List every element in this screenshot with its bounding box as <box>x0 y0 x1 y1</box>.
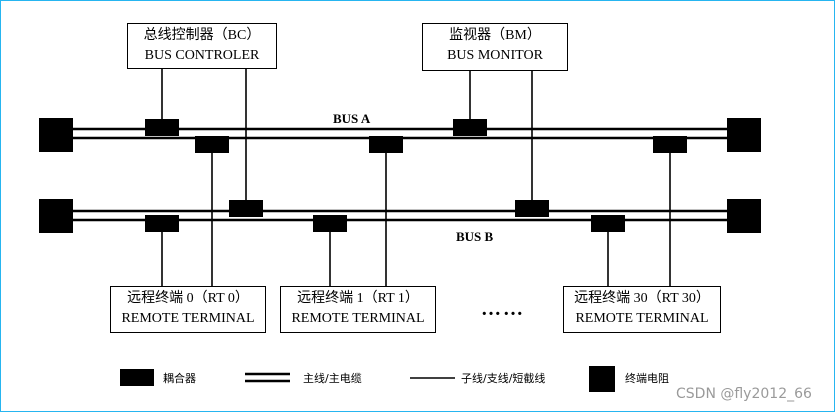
remote-terminal-30-box: 远程终端 30（RT 30） REMOTE TERMINAL <box>563 286 721 333</box>
terminator-bus-b-right <box>727 199 761 233</box>
bus-monitor-title-en: BUS MONITOR <box>447 48 543 63</box>
rt0-title-cn: 远程终端 0（RT 0） <box>127 291 249 306</box>
bus-a-label: BUS A <box>333 111 371 126</box>
rt30-title-en: REMOTE TERMINAL <box>575 311 709 326</box>
coupler-rt0-bus-b <box>145 215 179 232</box>
coupler-rt1-bus-b <box>313 215 347 232</box>
legend-main-cable-symbol <box>245 372 290 383</box>
legend-terminator-label: 终端电阻 <box>625 372 669 385</box>
terminator-bus-a-left <box>39 118 73 152</box>
legend-main-cable-label: 主线/主电缆 <box>303 372 362 385</box>
terminator-bus-b-left <box>39 199 73 233</box>
bus-controller-title-en: BUS CONTROLER <box>144 48 260 63</box>
coupler-bm-bus-a <box>453 119 487 136</box>
bus-controller-box: 总线控制器（BC） BUS CONTROLER <box>127 23 277 69</box>
bus-monitor-title-cn: 监视器（BM） <box>449 28 541 43</box>
coupler-rt30-bus-a <box>653 136 687 153</box>
coupler-bc-bus-a <box>145 119 179 136</box>
legend-stub-label: 子线/支线/短截线 <box>461 372 546 385</box>
remote-terminal-0-box: 远程终端 0（RT 0） REMOTE TERMINAL <box>110 286 266 333</box>
legend-coupler-symbol <box>120 369 154 386</box>
legend-terminator-symbol <box>589 366 615 392</box>
bus-controller-title-cn: 总线控制器（BC） <box>143 28 261 43</box>
coupler-rt1-bus-a <box>369 136 403 153</box>
rt1-title-en: REMOTE TERMINAL <box>291 311 425 326</box>
ellipsis: …… <box>481 298 525 320</box>
rt0-title-en: REMOTE TERMINAL <box>121 311 255 326</box>
coupler-rt30-bus-b <box>591 215 625 232</box>
remote-terminal-1-box: 远程终端 1（RT 1） REMOTE TERMINAL <box>280 286 436 333</box>
watermark: CSDN @fly2012_66 <box>676 386 812 402</box>
bus-monitor-box: 监视器（BM） BUS MONITOR <box>422 23 568 71</box>
rt30-title-cn: 远程终端 30（RT 30） <box>574 291 710 306</box>
bus-b-label: BUS B <box>456 229 494 244</box>
coupler-rt0-bus-a <box>195 136 229 153</box>
coupler-bm-bus-b <box>515 200 549 217</box>
legend-coupler-label: 耦合器 <box>163 372 196 385</box>
rt1-title-cn: 远程终端 1（RT 1） <box>297 291 419 306</box>
terminator-bus-a-right <box>727 118 761 152</box>
coupler-bc-bus-b <box>229 200 263 217</box>
stub-lines <box>161 68 671 286</box>
